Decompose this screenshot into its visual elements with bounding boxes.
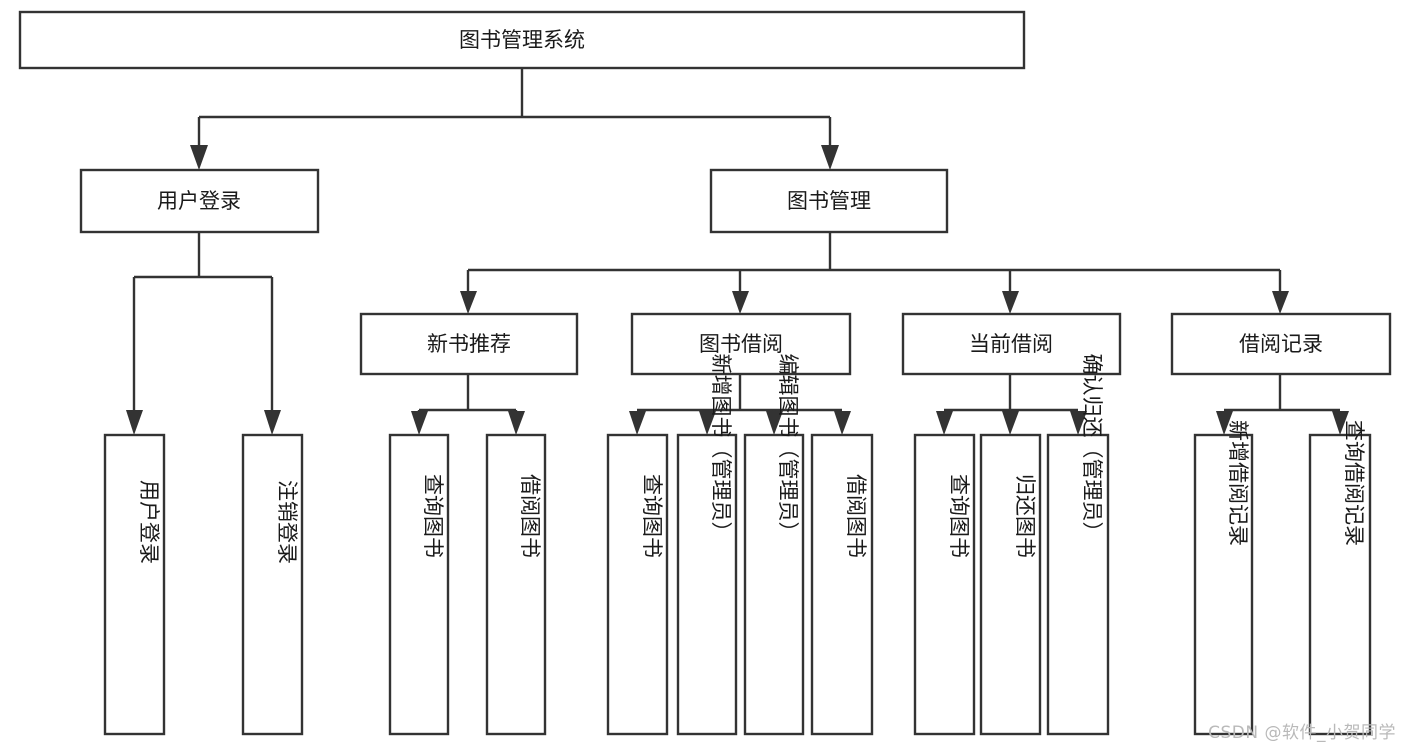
connector-layer [126, 68, 1349, 435]
connector-current-borrow-to-leaves [936, 374, 1087, 435]
node-leaf-add-record[interactable]: 新增借阅记录 [1193, 420, 1254, 736]
arrow-leaf-query-book-1 [411, 411, 428, 435]
node-box-borrow-record[interactable] [1170, 312, 1392, 376]
node-label-leaf-user-login: 用户登录 [137, 480, 161, 564]
node-box-new-book-recommend[interactable] [359, 312, 579, 376]
node-label-leaf-add-record: 新增借阅记录 [1226, 420, 1250, 546]
connector-root-to-level2 [190, 68, 839, 170]
node-box-leaf-query-book-3[interactable] [913, 433, 976, 736]
node-book-manage[interactable]: 图书管理 [709, 168, 949, 234]
node-box-leaf-query-record[interactable] [1308, 433, 1372, 736]
node-box-current-borrow[interactable] [901, 312, 1122, 376]
arrow-leaf-borrow-book-1 [508, 411, 525, 435]
connector-borrow-record-to-leaves [1216, 374, 1349, 435]
arrow-leaf-user-login [126, 410, 143, 435]
arrow-leaf-add-record [1216, 411, 1233, 435]
arrow-leaf-edit-book [766, 411, 783, 435]
arrow-leaf-query-book-3 [936, 411, 953, 435]
arrow-leaf-query-record [1332, 411, 1349, 435]
node-label-leaf-logout-login: 注销登录 [275, 480, 299, 564]
node-label-leaf-query-book-2: 查询图书 [640, 474, 664, 558]
arrow-leaf-logout-login [264, 410, 281, 435]
node-label-leaf-query-book-1: 查询图书 [421, 474, 445, 558]
node-box-leaf-confirm-return[interactable] [1046, 433, 1110, 736]
node-box-leaf-logout-login[interactable] [241, 433, 304, 736]
node-leaf-confirm-return[interactable]: 确认归还（管理员） [1046, 354, 1110, 736]
node-box-leaf-query-book-1[interactable] [388, 433, 450, 736]
connector-book-manage-to-level3 [460, 232, 1289, 314]
node-label-leaf-edit-book: 编辑图书（管理员） [776, 354, 800, 543]
node-box-leaf-borrow-book-2[interactable] [810, 433, 874, 736]
node-label-user-login: 用户登录 [157, 189, 241, 213]
node-label-current-borrow: 当前借阅 [969, 332, 1053, 356]
node-label-leaf-add-book: 新增图书（管理员） [709, 354, 733, 543]
node-box-book-borrow[interactable] [630, 312, 852, 376]
node-label-leaf-confirm-return: 确认归还（管理员） [1080, 354, 1104, 543]
node-new-book-recommend[interactable]: 新书推荐 [359, 312, 579, 376]
node-label-borrow-record: 借阅记录 [1239, 332, 1323, 356]
node-book-borrow[interactable]: 图书借阅 [630, 312, 852, 376]
node-box-leaf-add-record[interactable] [1193, 433, 1254, 736]
node-label-root: 图书管理系统 [459, 28, 585, 52]
arrow-leaf-query-book-2 [629, 411, 646, 435]
arrow-user-login [190, 145, 208, 170]
node-leaf-query-book-3[interactable]: 查询图书 [913, 433, 976, 736]
node-leaf-borrow-book-2[interactable]: 借阅图书 [810, 433, 874, 736]
node-label-leaf-query-record: 查询借阅记录 [1342, 420, 1366, 546]
arrow-leaf-confirm-return [1070, 411, 1087, 435]
arrow-new-book-recommend [460, 291, 477, 314]
node-box-root[interactable] [18, 10, 1026, 70]
node-label-leaf-borrow-book-2: 借阅图书 [844, 474, 868, 558]
node-leaf-add-book[interactable]: 新增图书（管理员） [676, 354, 738, 736]
node-label-leaf-query-book-3: 查询图书 [947, 474, 971, 558]
node-leaf-user-login[interactable]: 用户登录 [103, 433, 166, 736]
connector-book-borrow-to-leaves [629, 374, 851, 435]
node-root-system[interactable]: 图书管理系统 [18, 10, 1026, 70]
connector-new-book-to-leaves [411, 374, 525, 435]
node-box-leaf-add-book[interactable] [676, 433, 738, 736]
node-box-user-login[interactable] [79, 168, 320, 234]
arrow-leaf-borrow-book-2 [834, 411, 851, 435]
node-leaf-borrow-book-1[interactable]: 借阅图书 [485, 433, 547, 736]
node-user-login[interactable]: 用户登录 [79, 168, 320, 234]
connector-user-login-to-leaves [126, 232, 281, 435]
node-box-leaf-edit-book[interactable] [743, 433, 805, 736]
arrow-leaf-return-book [1002, 411, 1019, 435]
node-box-leaf-query-book-2[interactable] [606, 433, 669, 736]
node-box-leaf-user-login[interactable] [103, 433, 166, 736]
node-label-book-manage: 图书管理 [787, 189, 871, 213]
arrow-book-borrow [732, 291, 749, 314]
node-leaf-query-book-1[interactable]: 查询图书 [388, 433, 450, 736]
arrow-current-borrow [1002, 291, 1019, 314]
node-label-book-borrow: 图书借阅 [699, 332, 783, 356]
node-leaf-query-record[interactable]: 查询借阅记录 [1308, 420, 1372, 736]
node-label-leaf-return-book: 归还图书 [1013, 474, 1037, 558]
node-box-leaf-return-book[interactable] [979, 433, 1042, 736]
node-label-new-book-recommend: 新书推荐 [427, 332, 511, 356]
node-label-leaf-borrow-book-1: 借阅图书 [518, 474, 542, 558]
node-box-leaf-borrow-book-1[interactable] [485, 433, 547, 736]
node-borrow-record[interactable]: 借阅记录 [1170, 312, 1392, 376]
arrow-borrow-record [1272, 291, 1289, 314]
node-leaf-edit-book[interactable]: 编辑图书（管理员） [743, 354, 805, 736]
arrow-leaf-add-book [699, 411, 716, 435]
node-current-borrow[interactable]: 当前借阅 [901, 312, 1122, 376]
node-leaf-logout-login[interactable]: 注销登录 [241, 433, 304, 736]
node-leaf-return-book[interactable]: 归还图书 [979, 433, 1042, 736]
node-box-book-manage[interactable] [709, 168, 949, 234]
node-leaf-query-book-2[interactable]: 查询图书 [606, 433, 669, 736]
arrow-book-manage [821, 145, 839, 170]
